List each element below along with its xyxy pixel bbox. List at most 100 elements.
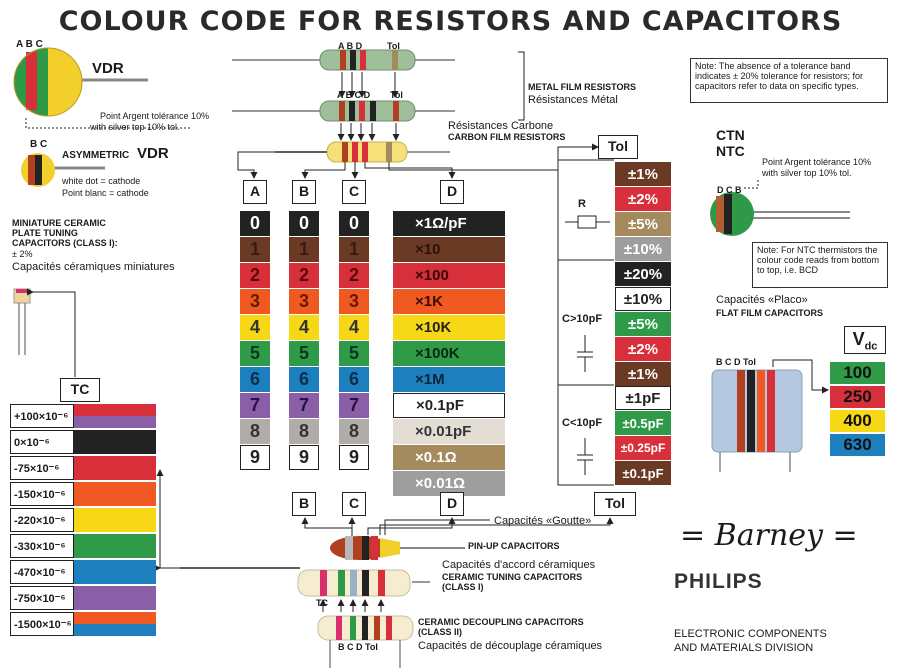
r1-tol-label: Tol <box>387 41 400 51</box>
digit-b-8: 8 <box>289 419 319 444</box>
mini-line-5: Capacités céramiques miniatures <box>12 261 175 273</box>
digit-b-6: 6 <box>289 367 319 392</box>
digit-b-0: 0 <box>289 211 319 236</box>
tol-r-3: ±10% <box>615 237 671 261</box>
decoup-class: (CLASS II) <box>418 627 462 637</box>
tuning-tc-label: TC <box>316 598 328 608</box>
placo-en: FLAT FILM CAPACITORS <box>716 308 823 318</box>
digit-column-b: 0 1 2 3 4 5 6 7 8 9 <box>289 211 319 471</box>
tc-row-6: -470×10⁻⁶ <box>10 560 156 584</box>
vdr-note-fr: Point Argent tolérance 10% <box>100 111 210 121</box>
asym-vdr-component <box>21 153 105 187</box>
tol-r-0: ±1% <box>615 162 671 186</box>
digit-a-4: 4 <box>240 315 270 340</box>
mini-line-4: ± 2% <box>12 249 33 259</box>
mini-line-1: MINIATURE CERAMIC <box>12 218 106 228</box>
ntc-title: NTC <box>716 143 745 159</box>
mult-2: ×100 <box>393 263 505 288</box>
ntc-dcb-label: D C B <box>717 185 742 195</box>
page-title: COLOUR CODE FOR RESISTORS AND CAPACITORS <box>58 6 843 37</box>
tc-table: +100×10⁻⁶ 0×10⁻⁶ -75×10⁻⁶ -150×10⁻⁶ -220… <box>10 404 156 638</box>
mult-0: ×1Ω/pF <box>393 211 505 236</box>
tc-row-4: -220×10⁻⁶ <box>10 508 156 532</box>
accord-class: (CLASS I) <box>442 582 484 592</box>
digit-b-9: 9 <box>289 445 319 470</box>
metal-film-fr: Résistances Métal <box>528 94 618 106</box>
tol-c1-0: ±20% <box>615 262 671 286</box>
digit-b-2: 2 <box>289 263 319 288</box>
bottom-header-tol: Tol <box>594 492 636 516</box>
mult-10: ×0.01Ω <box>393 471 505 496</box>
tol-c2-label: C<10pF <box>562 417 603 429</box>
r2-tol-label: Tol <box>390 90 403 100</box>
bottom-header-c: C <box>342 492 366 516</box>
vdc-100: 100 <box>830 362 885 384</box>
vdc-400: 400 <box>830 410 885 432</box>
tc-row-2: -75×10⁻⁶ <box>10 456 156 480</box>
vdr-note-en: with silver top 10% tol. <box>90 122 180 132</box>
digit-a-1: 1 <box>240 237 270 262</box>
goutte-label: Capacités «Goutte» <box>494 515 592 527</box>
digit-a-7: 7 <box>240 393 270 418</box>
multiplier-column-d: ×1Ω/pF ×10 ×100 ×1K ×10K ×100K ×1M ×0.1p… <box>393 211 505 497</box>
bottom-header-b: B <box>292 492 316 516</box>
digit-column-a: 0 1 2 3 4 5 6 7 8 9 <box>240 211 270 471</box>
ctn-note-en: with silver top 10% tol. <box>762 168 852 178</box>
tol-c1-column: ±20% ±10% ±5% ±2% ±1% <box>615 262 671 387</box>
digit-a-3: 3 <box>240 289 270 314</box>
tc-row-1: 0×10⁻⁶ <box>10 430 156 454</box>
tolerance-note: Note: The absence of a tolerance band in… <box>690 58 888 103</box>
digit-c-0: 0 <box>339 211 369 236</box>
asym-note-en: white dot = cathode <box>62 176 141 186</box>
asym-title-1: ASYMMETRIC <box>62 150 130 161</box>
vdr-title: VDR <box>92 60 124 77</box>
tol-c2-0: ±1pF <box>615 386 671 410</box>
metal-resistor-2 <box>232 100 455 122</box>
pinup-component <box>330 535 465 560</box>
digit-b-4: 4 <box>289 315 319 340</box>
digit-a-5: 5 <box>240 341 270 366</box>
tol-r-column: ±1% ±2% ±5% ±10% <box>615 162 671 262</box>
header-b: B <box>292 180 316 204</box>
asym-bc-label: B C <box>30 139 48 150</box>
header-d: D <box>440 180 464 204</box>
tol-c1-label: C>10pF <box>562 313 603 325</box>
decoup-en: CERAMIC DECOUPLING CAPACITORS <box>418 617 584 627</box>
tc-header: TC <box>60 378 100 402</box>
digit-c-4: 4 <box>339 315 369 340</box>
header-a: A <box>243 180 267 204</box>
placo-bcdtol: B C D Tol <box>716 357 756 367</box>
mult-4: ×10K <box>393 315 505 340</box>
digit-c-2: 2 <box>339 263 369 288</box>
pinup-label: PIN-UP CAPACITORS <box>468 541 560 551</box>
tol-r-1: ±2% <box>615 187 671 211</box>
decoup-bcd-label: B C D Tol <box>338 642 378 652</box>
decoup-fr: Capacités de découplage céramiques <box>418 640 603 652</box>
digit-c-5: 5 <box>339 341 369 366</box>
ctn-title: CTN <box>716 127 745 143</box>
carbon-film-fr: Résistances Carbone <box>448 120 554 132</box>
ceramic-decoupling-component <box>317 615 414 668</box>
tc-row-8: -1500×10⁻⁶ <box>10 612 156 636</box>
tol-c1-4: ±1% <box>615 362 671 386</box>
tc-row-5: -330×10⁻⁶ <box>10 534 156 558</box>
digit-c-8: 8 <box>339 419 369 444</box>
ntc-note: Note: For NTC thermistors the colour cod… <box>752 242 888 288</box>
mult-8: ×0.01pF <box>393 419 505 444</box>
philips-logo: PHILIPS <box>674 570 763 593</box>
ceramic-tuning-component <box>180 567 430 597</box>
digit-a-8: 8 <box>240 419 270 444</box>
tol-r-label: R <box>578 198 586 210</box>
digit-a-2: 2 <box>240 263 270 288</box>
digit-column-c: 0 1 2 3 4 5 6 7 8 9 <box>339 211 369 471</box>
tol-c2-column: ±1pF ±0.5pF ±0.25pF ±0.1pF <box>615 386 671 486</box>
digit-c-1: 1 <box>339 237 369 262</box>
vdr-abc-label: A B C <box>16 39 43 50</box>
accord-en: CERAMIC TUNING CAPACITORS <box>442 572 583 582</box>
mult-3: ×1K <box>393 289 505 314</box>
mini-ceramic-component <box>13 288 76 377</box>
digit-c-6: 6 <box>339 367 369 392</box>
accord-fr: Capacités d'accord céramiques <box>442 559 596 571</box>
tol-c1-2: ±5% <box>615 312 671 336</box>
header-c: C <box>342 180 366 204</box>
